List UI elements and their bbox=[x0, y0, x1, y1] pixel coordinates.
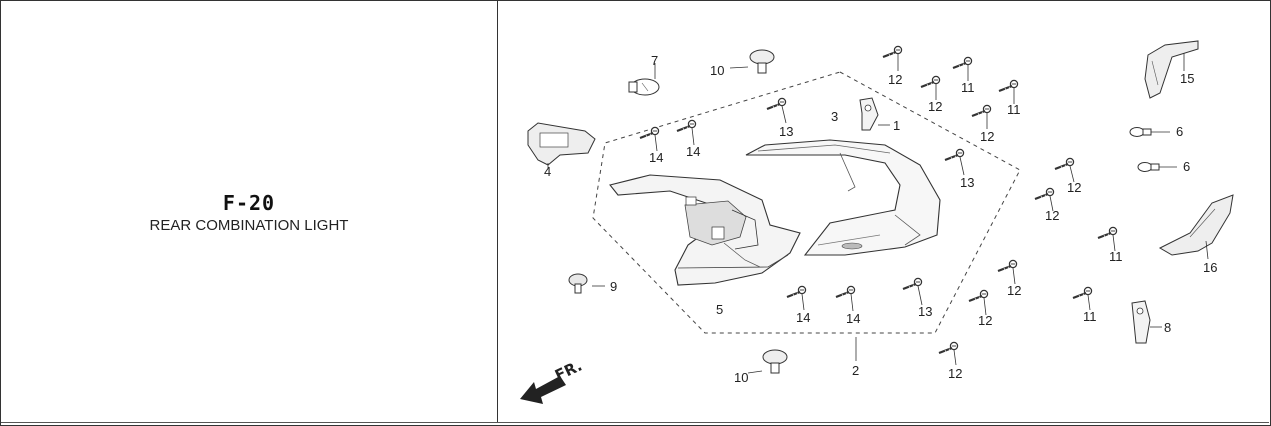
screw-14-a bbox=[638, 126, 660, 152]
callout-12-b: 12 bbox=[928, 99, 942, 114]
callout-12-a: 12 bbox=[888, 72, 902, 87]
screw-12-c bbox=[970, 104, 992, 129]
bracket-part-16 bbox=[1158, 194, 1234, 260]
screw-12-g bbox=[967, 289, 989, 316]
screw-12-a bbox=[881, 45, 903, 71]
screw-12-f bbox=[996, 259, 1018, 285]
tail-lens-part bbox=[745, 139, 941, 256]
callout-6-top: 6 bbox=[1176, 124, 1183, 139]
callout-11-d: 11 bbox=[1083, 309, 1097, 324]
screw-13-a bbox=[765, 97, 787, 124]
screw-11-b bbox=[997, 79, 1019, 104]
screw-13-c bbox=[901, 277, 923, 306]
callout-12-f: 12 bbox=[1007, 283, 1021, 298]
callout-1: 1 bbox=[893, 118, 900, 133]
callout-13-c: 13 bbox=[918, 304, 932, 319]
callout-4: 4 bbox=[544, 164, 551, 179]
callout-6-bottom: 6 bbox=[1183, 159, 1190, 174]
bulb-part-6-bottom bbox=[1137, 162, 1177, 172]
callout-8: 8 bbox=[1164, 320, 1171, 335]
screw-14-b bbox=[675, 119, 697, 146]
exploded-parts-diagram: FR. 1 2 3 4 5 6 6 7 8 9 10 10 11 11 11 1… bbox=[500, 5, 1267, 417]
callout-15: 15 bbox=[1180, 71, 1194, 86]
screw-11-c bbox=[1096, 226, 1118, 252]
callout-11-a: 11 bbox=[961, 80, 975, 95]
screw-12-d bbox=[1053, 157, 1075, 183]
screw-11-d bbox=[1071, 286, 1093, 311]
callout-3: 3 bbox=[831, 109, 838, 124]
callout-13-a: 13 bbox=[779, 124, 793, 139]
callout-9: 9 bbox=[610, 279, 617, 294]
callout-11-c: 11 bbox=[1109, 249, 1123, 264]
bulb-part-6-top bbox=[1129, 127, 1170, 137]
figure-code: F-20 bbox=[222, 191, 276, 215]
callout-14-c: 14 bbox=[796, 310, 810, 325]
callout-12-g: 12 bbox=[978, 313, 992, 328]
callout-12-e: 12 bbox=[1045, 208, 1059, 223]
callout-10-top: 10 bbox=[710, 63, 724, 78]
grommet-part-9 bbox=[568, 273, 605, 294]
callout-12-c: 12 bbox=[980, 129, 994, 144]
cell-divider bbox=[497, 1, 498, 422]
bracket-part-1 bbox=[859, 97, 890, 131]
callout-2: 2 bbox=[852, 363, 859, 378]
callout-5: 5 bbox=[716, 302, 723, 317]
callout-14-b: 14 bbox=[686, 144, 700, 159]
callout-14-a: 14 bbox=[649, 150, 663, 165]
bottom-rule bbox=[1, 422, 1269, 423]
lamp-housing-part bbox=[609, 174, 801, 286]
screw-14-d bbox=[834, 285, 856, 312]
screw-12-b bbox=[919, 75, 941, 100]
screw-12-e bbox=[1033, 187, 1055, 212]
screw-13-b bbox=[943, 148, 965, 176]
bulb-part-7 bbox=[628, 63, 660, 96]
figure-title-block: F-20 REAR COMBINATION LIGHT bbox=[1, 191, 497, 234]
front-direction-label: FR. bbox=[552, 357, 585, 385]
front-direction-arrow: FR. bbox=[520, 357, 585, 404]
screw-11-a bbox=[951, 56, 973, 81]
bracket-part-15 bbox=[1144, 40, 1199, 99]
callout-12-h: 12 bbox=[948, 366, 962, 381]
clip-part-10-top bbox=[729, 49, 775, 74]
callout-16: 16 bbox=[1203, 260, 1217, 275]
license-lamp-part bbox=[527, 122, 596, 168]
assembly-boundary bbox=[592, 71, 1021, 334]
callout-14-d: 14 bbox=[846, 311, 860, 326]
clip-part-10-bottom bbox=[747, 349, 788, 374]
callout-11-b: 11 bbox=[1007, 102, 1021, 117]
callout-13-b: 13 bbox=[960, 175, 974, 190]
callout-12-d: 12 bbox=[1067, 180, 1081, 195]
screw-12-h bbox=[937, 341, 959, 366]
callout-7: 7 bbox=[651, 53, 658, 68]
figure-title-cell: F-20 REAR COMBINATION LIGHT bbox=[1, 1, 497, 422]
screw-14-c bbox=[785, 285, 807, 311]
bracket-part-8 bbox=[1131, 300, 1162, 344]
callout-10-bottom: 10 bbox=[734, 370, 748, 385]
figure-name: REAR COMBINATION LIGHT bbox=[149, 217, 349, 234]
